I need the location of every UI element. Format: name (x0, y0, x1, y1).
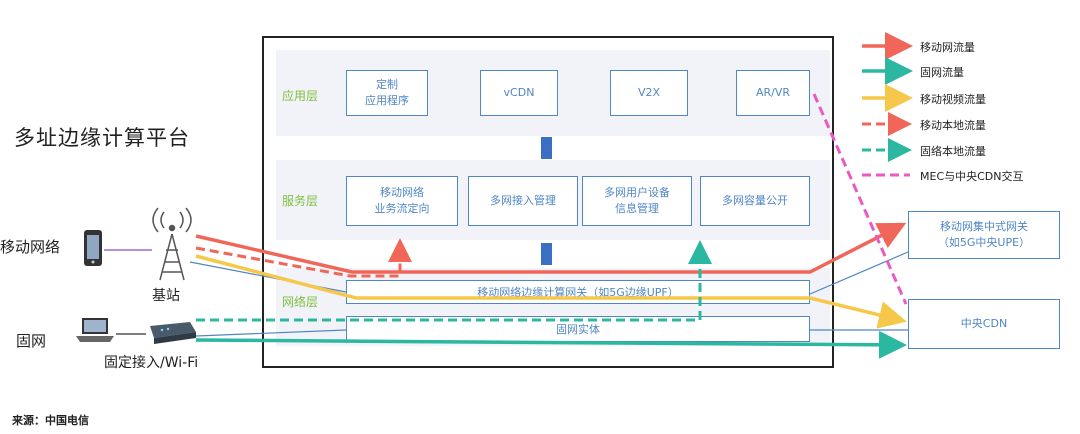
legend-fixed-local-traffic: 固络本地流量 (920, 145, 986, 158)
app-box-ar-vr: AR/VR (736, 70, 810, 116)
edge-upf-gateway: 移动网络边缘计算网关（如5G边缘UPF） (346, 280, 810, 304)
legend-swatches (862, 32, 913, 177)
network-layer-label: 网络层 (282, 295, 319, 309)
central-cdn: 中央CDN (908, 299, 1060, 349)
fixed-access-wifi-label: 固定接入/Wi-Fi (104, 355, 199, 371)
service-box-multi-access-management: 多网接入管理 (468, 176, 578, 226)
laptop-icon (76, 318, 114, 342)
legend-mobile-traffic: 移动网流量 (920, 41, 975, 54)
fixed-traffic-line (195, 330, 907, 359)
mobile-local-traffic-line (195, 238, 412, 278)
mobile-central-gateway: 移动网集中式网关 （如5G中央UPE） (908, 211, 1060, 259)
legend-mobile-video-traffic: 移动视频流量 (920, 93, 986, 106)
source-note: 来源：中国电信 (12, 414, 89, 427)
router-icon (150, 322, 196, 344)
service-network-connector (541, 243, 552, 265)
service-layer-label: 服务层 (282, 194, 319, 208)
app-box-custom-application: 定制 应用程序 (346, 70, 428, 116)
app-box-v2x: V2X (610, 70, 688, 116)
mobile-video-traffic-line (195, 254, 907, 329)
fixed-network-label: 固网 (16, 332, 47, 350)
mobile-network-label: 移动网络 (0, 238, 61, 256)
app-layer-label: 应用层 (282, 89, 319, 103)
legend-mobile-local-traffic: 移动本地流量 (920, 119, 986, 132)
base-station-tower-icon (152, 207, 192, 281)
legend-mec-cdn-interaction: MEC与中央CDN交互 (920, 170, 1024, 183)
legend-fixed-traffic: 固网流量 (920, 66, 964, 79)
fixed-local-traffic-line (196, 240, 712, 322)
app-box-vcdn: vCDN (480, 70, 558, 116)
platform-title: 多址边缘计算平台 (14, 126, 190, 150)
service-box-ue-info-management: 多网用户设备 信息管理 (582, 176, 692, 226)
service-box-capacity-exposure: 多网容量公开 (700, 176, 810, 226)
app-service-connector (541, 137, 552, 159)
smartphone-icon (84, 230, 102, 266)
mec-cdn-interaction-line (812, 93, 908, 305)
base-station-label: 基站 (152, 288, 180, 304)
service-box-traffic-steering: 移动网络 业务流定向 (346, 176, 458, 226)
mobile-traffic-line (195, 222, 907, 274)
